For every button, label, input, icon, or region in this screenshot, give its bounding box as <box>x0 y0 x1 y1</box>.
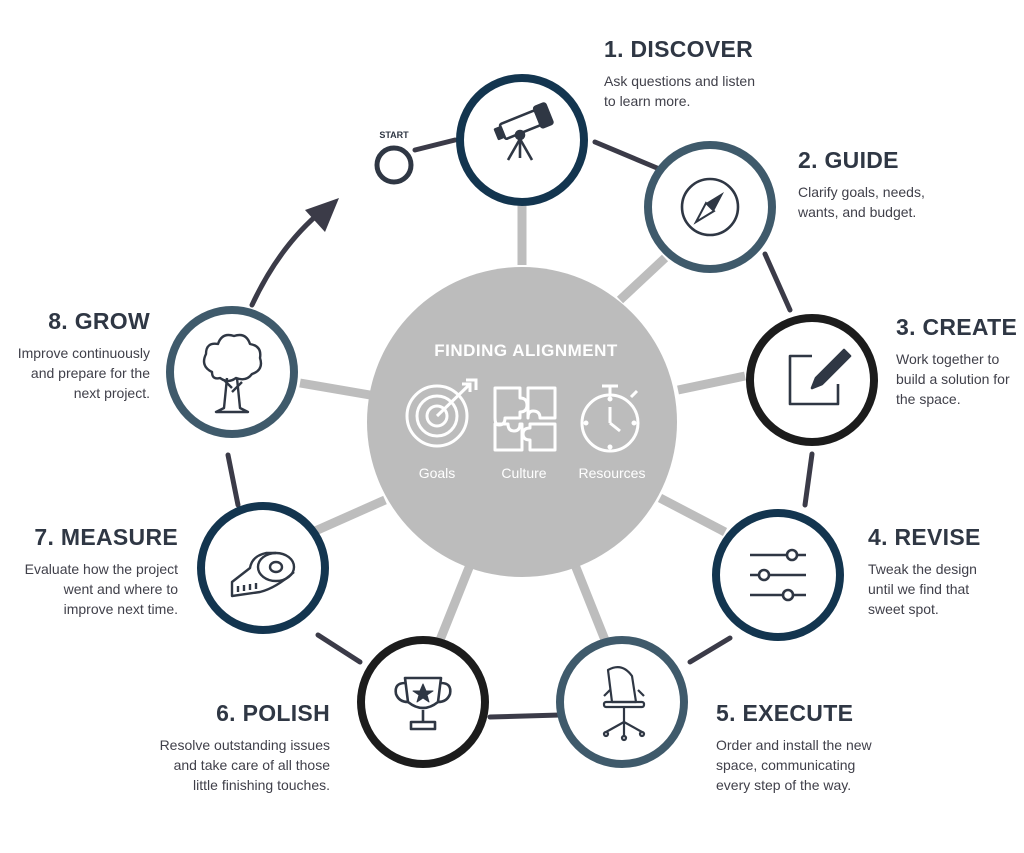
spoke-7 <box>311 495 387 537</box>
start-marker: START <box>374 130 414 185</box>
step-execute: 5. EXECUTE Order and install the new spa… <box>716 700 916 795</box>
step-title: 8. GROW <box>48 308 150 334</box>
step-title: 2. GUIDE <box>798 147 899 173</box>
step-title: 3. CREATE <box>896 314 1018 340</box>
step-circle-revise <box>712 509 844 641</box>
step-measure: 7. MEASURE Evaluate how the project went… <box>2 524 178 619</box>
connector-7-8 <box>225 452 241 508</box>
spoke-2 <box>616 254 669 304</box>
cycle-connectors <box>225 137 815 720</box>
center-hub: FINDING ALIGNMENT Goals Culture <box>367 267 677 577</box>
stopwatch-icon <box>580 384 640 453</box>
connector-start-1 <box>412 137 458 153</box>
spoke-6 <box>435 563 475 642</box>
step-title: 6. POLISH <box>216 700 330 726</box>
step-title: 4. REVISE <box>868 524 981 550</box>
step-description: Order and install the new space, communi… <box>716 737 872 793</box>
trophy-icon <box>394 676 452 731</box>
step-circle-grow <box>166 306 298 438</box>
step-description: Tweak the design until we find that swee… <box>868 561 977 617</box>
arrow-head-icon <box>305 198 339 232</box>
step-guide: 2. GUIDE Clarify goals, needs, wants, an… <box>798 147 1008 222</box>
return-arrow <box>249 198 339 308</box>
step-title: 7. MEASURE <box>34 524 178 550</box>
connector-2-3 <box>762 251 793 313</box>
step-description: Ask questions and listen to learn more. <box>604 73 755 109</box>
step-circles <box>166 74 878 768</box>
step-circle-measure <box>197 502 329 634</box>
step-circle-execute <box>556 636 688 768</box>
edit-icon <box>788 348 852 406</box>
connector-6-7 <box>315 632 363 665</box>
center-circle <box>367 267 677 577</box>
step-description: Clarify goals, needs, wants, and budget. <box>798 184 925 220</box>
step-description: Work together to build a solution for th… <box>896 351 1010 407</box>
step-discover: 1. DISCOVER Ask questions and listen to … <box>604 36 864 111</box>
step-circle-create <box>746 314 878 446</box>
connector-4-5 <box>687 635 733 665</box>
spoke-4 <box>657 494 728 536</box>
step-circle-polish <box>357 636 489 768</box>
connector-3-4 <box>802 451 815 508</box>
connector-1-2 <box>592 139 660 171</box>
connector-5-6 <box>487 712 563 720</box>
step-description: Resolve outstanding issues and take care… <box>159 737 330 793</box>
step-circle-discover <box>456 74 588 206</box>
center-title: FINDING ALIGNMENT <box>434 341 618 360</box>
tree-icon <box>202 333 263 414</box>
tape-measure-icon <box>230 551 296 598</box>
step-title: 5. EXECUTE <box>716 700 854 726</box>
step-revise: 4. REVISE Tweak the design until we find… <box>868 524 1018 619</box>
spoke-3 <box>677 371 746 395</box>
start-circle-icon <box>374 145 414 185</box>
step-polish: 6. POLISH Resolve outstanding issues and… <box>100 700 330 795</box>
compass-icon <box>680 177 740 237</box>
step-grow: 8. GROW Improve continuously and prepare… <box>2 308 150 403</box>
spokes <box>299 205 746 642</box>
center-item-label: Goals <box>419 465 456 481</box>
step-description: Evaluate how the project went and where … <box>24 561 178 617</box>
target-icon <box>405 378 478 448</box>
step-create: 3. CREATE Work together to build a solut… <box>896 314 1022 409</box>
step-title: 1. DISCOVER <box>604 36 754 62</box>
spoke-5 <box>570 563 610 642</box>
sliders-icon <box>750 548 806 602</box>
center-item-label: Resources <box>579 465 646 481</box>
telescope-icon <box>493 102 554 161</box>
office-chair-icon <box>602 665 646 742</box>
start-label: START <box>379 130 409 140</box>
puzzle-icon <box>493 386 557 452</box>
spoke-8 <box>299 378 371 400</box>
step-circle-guide <box>644 141 776 273</box>
center-item-label: Culture <box>501 465 546 481</box>
step-description: Improve continuously and prepare for the… <box>17 345 150 401</box>
